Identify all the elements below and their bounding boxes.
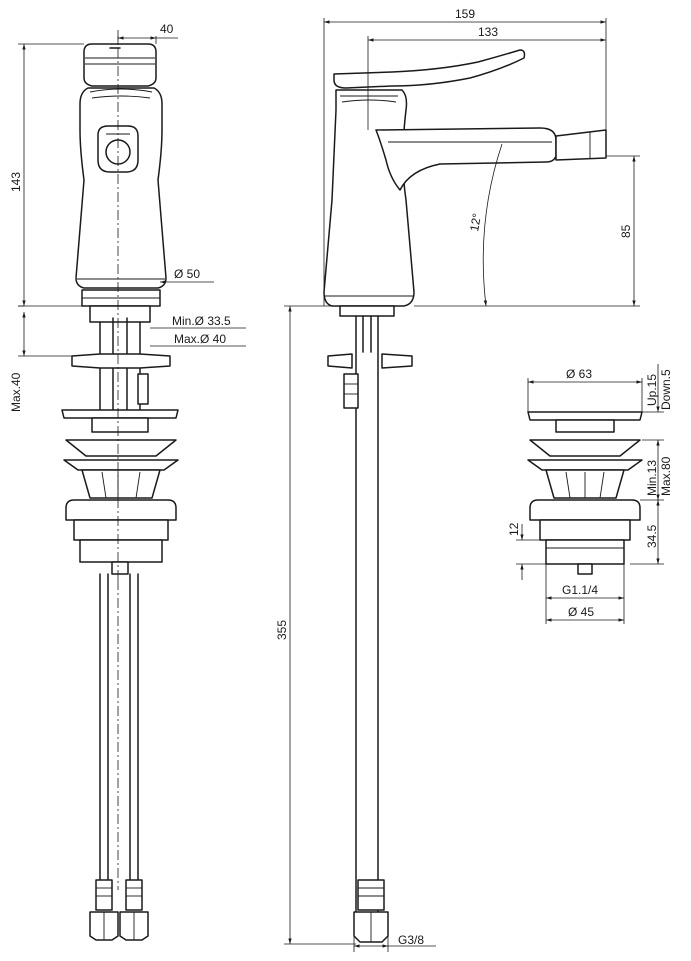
- waste-detail: [527, 411, 643, 575]
- front-handle-cap: [83, 43, 157, 87]
- dim-spout-height: 85: [619, 224, 633, 238]
- dim-waste-min: Min.13: [645, 460, 659, 496]
- front-mixer-body: [75, 87, 167, 289]
- dim-waste-down: Down.5: [659, 369, 673, 410]
- dim-waste-body-height: 34.5: [645, 524, 659, 548]
- dim-waste-diameter: Ø 63: [566, 367, 592, 381]
- dim-waste-thread-diameter: Ø 45: [568, 605, 594, 619]
- dim-top-width: 40: [160, 22, 174, 36]
- side-lever-handle: [333, 49, 526, 89]
- dim-waste-up: Up.15: [645, 374, 659, 406]
- dim-body-height: 143: [9, 172, 23, 192]
- side-mixer-body: [323, 89, 415, 307]
- dim-spout-angle: 12°: [467, 212, 484, 233]
- waste-dimensions: Ø 63 Up.15 Down.5 Min.13 Max.80 34.5 12 …: [507, 364, 673, 624]
- dim-waste-thread-height: 12: [507, 522, 521, 536]
- front-fixing-nut: [71, 353, 171, 369]
- dim-deck-max: Max.40: [9, 372, 23, 412]
- dim-waste-max: Max.80: [659, 456, 673, 496]
- side-view: [323, 49, 607, 943]
- side-spout: [375, 127, 557, 191]
- side-view-dimensions: 159 133 12° 85 355 G3/8: [275, 7, 640, 952]
- front-view-dimensions: 40 143 Ø 50 Min.Ø 33.5 Max.Ø 40 Max.40: [9, 22, 246, 412]
- dim-body-diameter: Ø 50: [174, 267, 200, 281]
- dim-spout-reach: 133: [478, 25, 498, 39]
- front-view: [61, 30, 179, 941]
- dim-hole-min: Min.Ø 33.5: [172, 314, 231, 328]
- dim-hose-length: 355: [275, 620, 289, 640]
- dim-waste-thread: G1.1/4: [562, 583, 598, 597]
- dim-hole-max: Max.Ø 40: [174, 332, 226, 346]
- dim-hose-thread: G3/8: [398, 933, 424, 947]
- dim-total-length: 159: [455, 7, 475, 21]
